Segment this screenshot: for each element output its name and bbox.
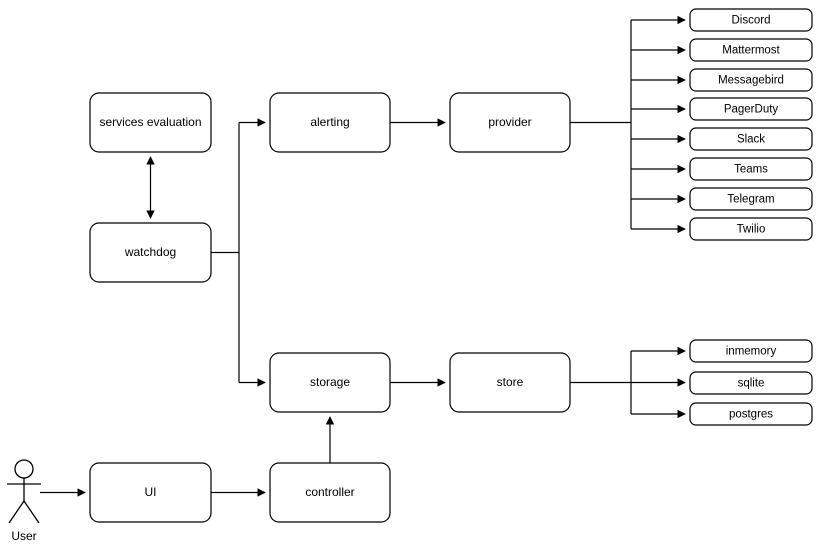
provider-item-slack-box bbox=[689, 127, 813, 151]
provider-item-messagebird[interactable]: Messagebird bbox=[689, 68, 813, 92]
store-item-sqlite-box bbox=[689, 371, 813, 395]
node-store-label: store bbox=[497, 375, 524, 389]
node-watchdog-box bbox=[89, 222, 212, 283]
provider-item-teams-label: Teams bbox=[734, 164, 768, 176]
node-ui[interactable]: UI bbox=[89, 462, 212, 523]
store-item-sqlite[interactable]: sqlite bbox=[689, 371, 813, 395]
node-storage[interactable]: storage bbox=[269, 352, 391, 413]
provider-item-pagerduty-label: PagerDuty bbox=[724, 104, 779, 116]
node-alerting-box bbox=[269, 92, 391, 153]
provider-item-mattermost-box bbox=[689, 38, 813, 62]
node-provider-box bbox=[449, 92, 571, 153]
provider-item-pagerduty-box bbox=[689, 97, 813, 121]
provider-item-telegram-box bbox=[689, 187, 813, 211]
node-watchdog-label: watchdog bbox=[124, 245, 176, 259]
provider-item-discord-label: Discord bbox=[732, 15, 771, 27]
provider-item-twilio-label: Twilio bbox=[737, 224, 766, 236]
node-alerting[interactable]: alerting bbox=[269, 92, 391, 153]
user-actor-label: User bbox=[11, 529, 36, 543]
provider-item-mattermost-label: Mattermost bbox=[722, 45, 780, 57]
store-backend-list: inmemory sqlite postgres bbox=[689, 339, 813, 426]
provider-item-mattermost[interactable]: Mattermost bbox=[689, 38, 813, 62]
node-ui-label: UI bbox=[145, 485, 157, 499]
provider-item-teams-box bbox=[689, 157, 813, 181]
actor-leg-right bbox=[23, 500, 40, 524]
node-store-box bbox=[449, 352, 571, 413]
store-item-sqlite-label: sqlite bbox=[738, 378, 765, 390]
node-controller-label: controller bbox=[305, 485, 354, 499]
provider-target-list: Discord Mattermost Messagebird PagerDuty… bbox=[689, 8, 813, 241]
edge-store-branches bbox=[631, 346, 686, 419]
node-services-evaluation[interactable]: services evaluation bbox=[89, 92, 212, 153]
node-controller-box bbox=[269, 462, 391, 523]
provider-item-discord[interactable]: Discord bbox=[689, 8, 813, 32]
node-store[interactable]: store bbox=[449, 352, 571, 413]
store-item-postgres-label: postgres bbox=[729, 409, 773, 421]
provider-item-slack-label: Slack bbox=[737, 134, 765, 146]
provider-item-messagebird-box bbox=[689, 68, 813, 92]
node-controller[interactable]: controller bbox=[269, 462, 391, 523]
stick-figure-icon bbox=[14, 459, 34, 479]
node-provider[interactable]: provider bbox=[449, 92, 571, 153]
store-item-inmemory[interactable]: inmemory bbox=[689, 339, 813, 363]
store-item-postgres[interactable]: postgres bbox=[689, 402, 813, 426]
edge-provider-branches bbox=[631, 15, 686, 234]
provider-item-teams[interactable]: Teams bbox=[689, 157, 813, 181]
provider-item-discord-box bbox=[689, 8, 813, 32]
provider-item-twilio-box bbox=[689, 217, 813, 241]
node-watchdog[interactable]: watchdog bbox=[89, 222, 212, 283]
provider-item-telegram-label: Telegram bbox=[727, 194, 774, 206]
node-services-evaluation-box bbox=[89, 92, 212, 153]
node-storage-label: storage bbox=[310, 375, 350, 389]
node-ui-box bbox=[89, 462, 212, 523]
store-item-inmemory-box bbox=[689, 339, 813, 363]
user-actor[interactable]: User bbox=[7, 459, 41, 543]
provider-item-messagebird-label: Messagebird bbox=[718, 75, 784, 87]
provider-item-pagerduty[interactable]: PagerDuty bbox=[689, 97, 813, 121]
node-storage-box bbox=[269, 352, 391, 413]
node-provider-label: provider bbox=[488, 115, 531, 129]
store-item-inmemory-label: inmemory bbox=[726, 346, 777, 358]
actor-leg-left bbox=[8, 500, 25, 524]
edge-layer bbox=[40, 15, 686, 497]
provider-item-telegram[interactable]: Telegram bbox=[689, 187, 813, 211]
provider-item-slack[interactable]: Slack bbox=[689, 127, 813, 151]
node-services-evaluation-label: services evaluation bbox=[99, 115, 201, 129]
node-alerting-label: alerting bbox=[310, 115, 349, 129]
store-item-postgres-box bbox=[689, 402, 813, 426]
provider-item-twilio[interactable]: Twilio bbox=[689, 217, 813, 241]
